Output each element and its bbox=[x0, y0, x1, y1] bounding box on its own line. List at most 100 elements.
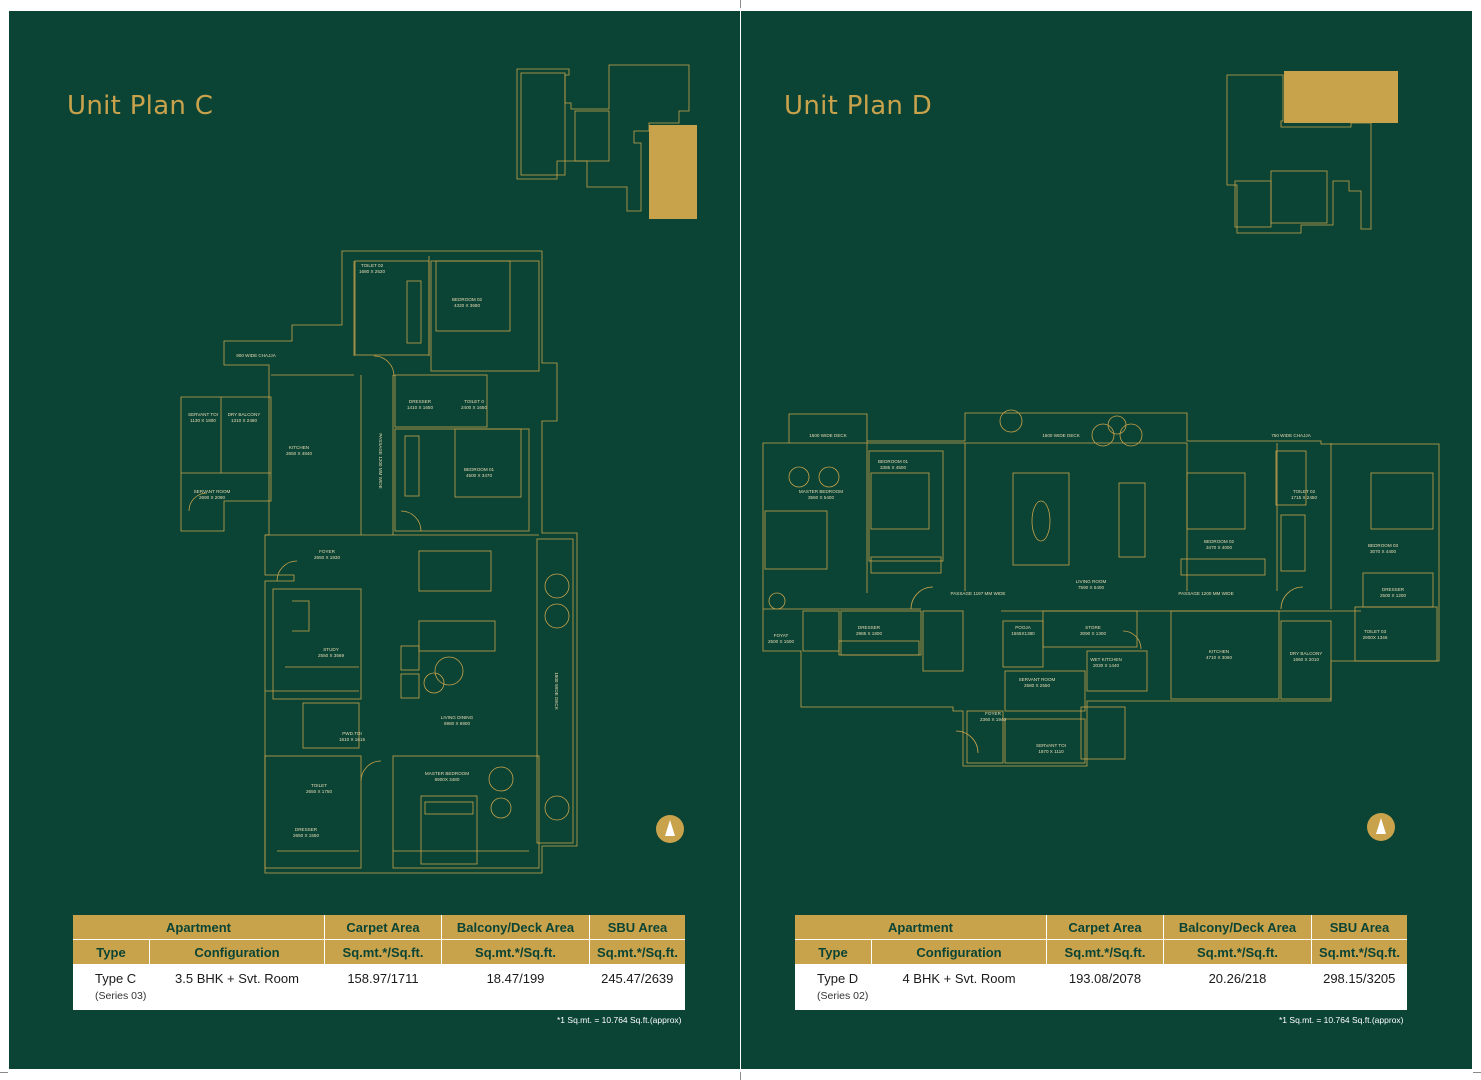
room-label: FOYER bbox=[319, 549, 336, 554]
subheader-type: Type bbox=[73, 939, 150, 965]
room-label: PASSAGE 1200 MM WIDE bbox=[1178, 591, 1233, 596]
header-apartment: Apartment bbox=[73, 915, 325, 940]
header-apartment: Apartment bbox=[795, 915, 1047, 940]
room-dim: 1870 X 1110 bbox=[1038, 749, 1064, 754]
room-label: SERVANT ROOM bbox=[1019, 677, 1056, 682]
room-dim: 2985 X 1800 bbox=[856, 631, 883, 636]
room-label: 900 WIDE CHAJJA bbox=[236, 353, 277, 358]
room-dim: 2400 X 1650 bbox=[461, 405, 488, 410]
cell-carpet-area: 158.97/1711 bbox=[347, 971, 419, 986]
room-dim: 1310 X 2480 bbox=[231, 418, 258, 423]
crop-mark bbox=[1473, 1072, 1481, 1073]
room-label: STORE bbox=[1085, 625, 1101, 630]
room-label: SERVANT TOI bbox=[1036, 743, 1066, 748]
room-dim: 2500 X 1500 bbox=[768, 639, 795, 644]
cell-carpet-area: 193.08/2078 bbox=[1068, 971, 1142, 986]
room-label: 750 WIDE CHAJJA bbox=[1271, 433, 1312, 438]
room-label: DRESSER bbox=[409, 399, 432, 404]
subheader-sbu-unit: Sq.mt.*/Sq.ft. bbox=[1311, 939, 1407, 965]
room-label: DRY BALCONY bbox=[1290, 651, 1323, 656]
cell-type: Type D (Series 02) bbox=[795, 965, 872, 1011]
conversion-note: *1 Sq.mt. = 10.764 Sq.ft.(approx) bbox=[1279, 1015, 1404, 1025]
room-label: TOILET 02 bbox=[1293, 489, 1316, 494]
crop-mark bbox=[740, 1072, 741, 1080]
header-carpet-area: Carpet Area bbox=[324, 915, 442, 940]
key-plan bbox=[1226, 74, 1372, 234]
room-label: STUDY bbox=[323, 647, 339, 652]
header-balcony-area: Balcony/Deck Area bbox=[1163, 915, 1312, 940]
room-label: SERVANT TOI bbox=[188, 412, 218, 417]
room-label: 1500 WIDE DECK bbox=[1042, 433, 1080, 438]
cell-type: Type C (Series 03) bbox=[73, 965, 150, 1011]
room-dim: 6900X 3480 bbox=[435, 777, 460, 782]
page-title: Unit Plan C bbox=[67, 91, 214, 121]
room-label: TOILET 02 bbox=[361, 263, 384, 268]
room-label: BEDROOM 02 bbox=[452, 297, 483, 302]
room-dim: 2650 X 1750 bbox=[306, 789, 333, 794]
room-label: POOJA bbox=[1015, 625, 1032, 630]
room-dim: 4320 X 3680 bbox=[454, 303, 481, 308]
room-dim: 3070 X 4400 bbox=[1370, 549, 1397, 554]
subheader-configuration: Configuration bbox=[871, 939, 1047, 965]
page-title: Unit Plan D bbox=[784, 91, 933, 121]
subheader-configuration: Configuration bbox=[149, 939, 325, 965]
subheader-balcony-unit: Sq.mt.*/Sq.ft. bbox=[441, 939, 590, 965]
room-dim: 2500 X 1200 bbox=[1380, 593, 1407, 598]
room-dim: 2690 X 2090 bbox=[199, 495, 226, 500]
unit-c-area-table: Apartment Carpet Area Balcony/Deck Area … bbox=[73, 915, 685, 1010]
room-label: 1500 WIDE DECK bbox=[809, 433, 847, 438]
table-row: Type C (Series 03) 3.5 BHK + Svt. Room 1… bbox=[73, 965, 685, 1011]
room-dim: 4500 X 3470 bbox=[466, 473, 493, 478]
unit-d-floor-plan: 1500 WIDE DECK 1500 WIDE DECK 750 WIDE C… bbox=[762, 71, 1440, 767]
room-dim: 3385 X 4500 bbox=[880, 465, 907, 470]
type-name: Type C bbox=[95, 971, 137, 986]
room-dim: 1715 X 2450 bbox=[1291, 495, 1318, 500]
header-balcony-area: Balcony/Deck Area bbox=[441, 915, 590, 940]
room-label: LIVING DINING bbox=[441, 715, 474, 720]
subheader-carpet-unit: Sq.mt.*/Sq.ft. bbox=[1046, 939, 1164, 965]
room-label: BEDROOM 01 bbox=[878, 459, 909, 464]
room-label: KITCHEN bbox=[289, 445, 309, 450]
subheader-carpet-unit: Sq.mt.*/Sq.ft. bbox=[324, 939, 442, 965]
room-dim: 1410 X 1650 bbox=[407, 405, 434, 410]
room-label: BEDROOM 02 bbox=[1204, 539, 1235, 544]
room-label: DRESSER bbox=[295, 827, 318, 832]
room-label: KITCHEN bbox=[1209, 649, 1229, 654]
crop-mark bbox=[740, 0, 741, 8]
cell-configuration: 4 BHK + Svt. Room bbox=[902, 971, 1016, 986]
cell-sbu-area: 245.47/2639 bbox=[601, 971, 674, 986]
room-dim: 3470 X 4000 bbox=[1206, 545, 1233, 550]
room-label: PASSAGE 1200 MM WIDE bbox=[378, 433, 383, 488]
room-dim: 3560 X 5400 bbox=[808, 495, 835, 500]
room-dim: 1610 X 1615 bbox=[339, 737, 366, 742]
page-unit-plan-d: Unit Plan D bbox=[741, 11, 1472, 1069]
room-dim: 2360 X 1940 bbox=[980, 717, 1007, 722]
room-dim: 2900X 1346 bbox=[1363, 635, 1388, 640]
room-dim: 1680 X 2520 bbox=[359, 269, 386, 274]
room-dim: 1565X1380 bbox=[1011, 631, 1035, 636]
room-label: 1800 WIDE DECK bbox=[554, 672, 559, 710]
cell-configuration: 3.5 BHK + Svt. Room bbox=[175, 971, 299, 986]
room-label: FOYAT bbox=[774, 633, 789, 638]
crop-mark bbox=[0, 1072, 8, 1073]
unit-d-area-table: Apartment Carpet Area Balcony/Deck Area … bbox=[795, 915, 1407, 1010]
conversion-note: *1 Sq.mt. = 10.764 Sq.ft.(approx) bbox=[557, 1015, 682, 1025]
room-label: PWD.TOI bbox=[342, 731, 362, 736]
cell-balcony-area: 20.26/218 bbox=[1208, 971, 1267, 986]
subheader-type: Type bbox=[795, 939, 872, 965]
header-sbu-area: SBU Area bbox=[1311, 915, 1407, 940]
room-dim: 2650 X 1550 bbox=[293, 833, 320, 838]
cell-balcony-area: 18.47/199 bbox=[486, 971, 545, 986]
room-label: MASTER BEDROOM bbox=[425, 771, 469, 776]
room-dim: 1130 X 1800 bbox=[190, 418, 216, 423]
type-series: (Series 03) bbox=[95, 990, 147, 1002]
type-name: Type D bbox=[817, 971, 859, 986]
room-label: MASTER BEDROOM bbox=[799, 489, 843, 494]
unit-d-walls bbox=[762, 409, 1440, 767]
room-dim: 3090 X 1300 bbox=[1080, 631, 1107, 636]
header-sbu-area: SBU Area bbox=[589, 915, 685, 940]
unit-c-floor-plan: TOILET 02 1680 X 2520 BEDROOM 02 4320 X … bbox=[180, 64, 697, 874]
table-row: Type D (Series 02) 4 BHK + Svt. Room 193… bbox=[795, 965, 1407, 1011]
room-label: PASSAGE 1197 MM WIDE bbox=[951, 591, 1006, 596]
room-label: BEDROOM 01 bbox=[464, 467, 495, 472]
